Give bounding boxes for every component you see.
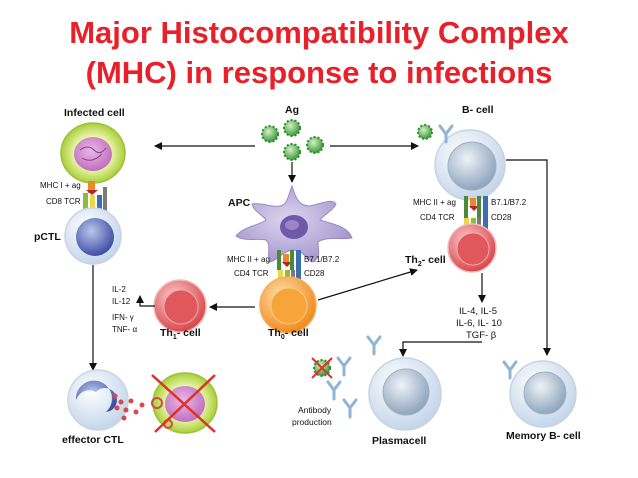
label-il2: IL-2 <box>112 285 126 294</box>
killed-infected-cell <box>151 372 218 434</box>
label-b71-apc: B7.1/B7.2 <box>304 255 340 264</box>
plasmacell <box>368 357 442 431</box>
b-cell-receptor-icon <box>438 124 454 144</box>
b-cell <box>434 129 506 201</box>
label-ifn: IFN- γ <box>112 313 134 322</box>
antigen-icon <box>306 136 324 154</box>
title-line-2: (MHC) in response to infections <box>85 55 553 90</box>
antibody-icons <box>326 335 382 419</box>
label-b71-b: B7.1/B7.2 <box>491 198 527 207</box>
label-mhc1-ag: MHC I + ag <box>40 181 81 190</box>
memory-b-cell <box>502 360 577 428</box>
label-memory-b-cell: Memory B- cell <box>506 430 581 442</box>
pctl-cell <box>64 207 122 265</box>
arrow-b-cell-to-memory <box>506 159 551 356</box>
antigen-particles <box>261 119 324 161</box>
neutralized-antigen-icon <box>311 357 333 379</box>
label-th0-cell: Th0- cell <box>268 327 309 342</box>
label-cd28-apc: CD28 <box>304 269 325 278</box>
label-il6-il10: IL-6, IL- 10 <box>456 318 502 329</box>
label-mhc2-ag-b: MHC II + ag <box>413 198 456 207</box>
label-pctl: pCTL <box>34 231 61 243</box>
arrow-th0-to-th2 <box>317 268 418 301</box>
memory-receptor-icon <box>502 360 518 380</box>
label-antibody: Antibody <box>298 405 332 415</box>
antigen-icon <box>261 125 279 143</box>
th2-cell <box>447 223 497 273</box>
label-il4-il5: IL-4, IL-5 <box>459 306 498 317</box>
title-line-1: Major Histocompatibility Complex <box>69 15 569 50</box>
label-plasmacell: Plasmacell <box>372 435 427 447</box>
label-th1-cell: Th1- cell <box>160 327 201 342</box>
antigen-icon <box>283 143 301 161</box>
th0-cell <box>259 276 317 334</box>
label-cd4-tcr-b: CD4 TCR <box>420 213 455 222</box>
label-tnf: TNF- α <box>112 325 138 334</box>
arrow-th1-to-cytokines <box>136 295 155 307</box>
label-infected-cell: Infected cell <box>64 107 125 119</box>
arrow-to-plasmacell <box>399 341 482 357</box>
b-cell-antigen-icon <box>417 124 433 140</box>
label-il12: IL-12 <box>112 297 131 306</box>
infected-cell <box>60 122 126 184</box>
label-ag: Ag <box>285 104 299 116</box>
antigen-icon <box>283 119 301 137</box>
label-production: production <box>292 417 332 427</box>
label-cd28-b: CD28 <box>491 213 512 222</box>
th1-cell <box>153 279 207 333</box>
label-b-cell: B- cell <box>462 104 494 116</box>
mhc1-tcr-complex <box>83 181 107 211</box>
label-th2-cell: Th2- cell <box>405 254 446 269</box>
label-tgf: TGF- β <box>466 330 497 341</box>
cross-icon <box>151 374 216 433</box>
effector-ctl-cell <box>67 369 145 431</box>
label-apc: APC <box>228 197 251 209</box>
label-mhc2-ag-apc: MHC II + ag <box>227 255 270 264</box>
label-cd8-tcr: CD8 TCR <box>46 197 81 206</box>
label-cd4-tcr-apc: CD4 TCR <box>234 269 269 278</box>
apc-cell <box>235 184 353 263</box>
label-effector-ctl: effector CTL <box>62 434 124 446</box>
